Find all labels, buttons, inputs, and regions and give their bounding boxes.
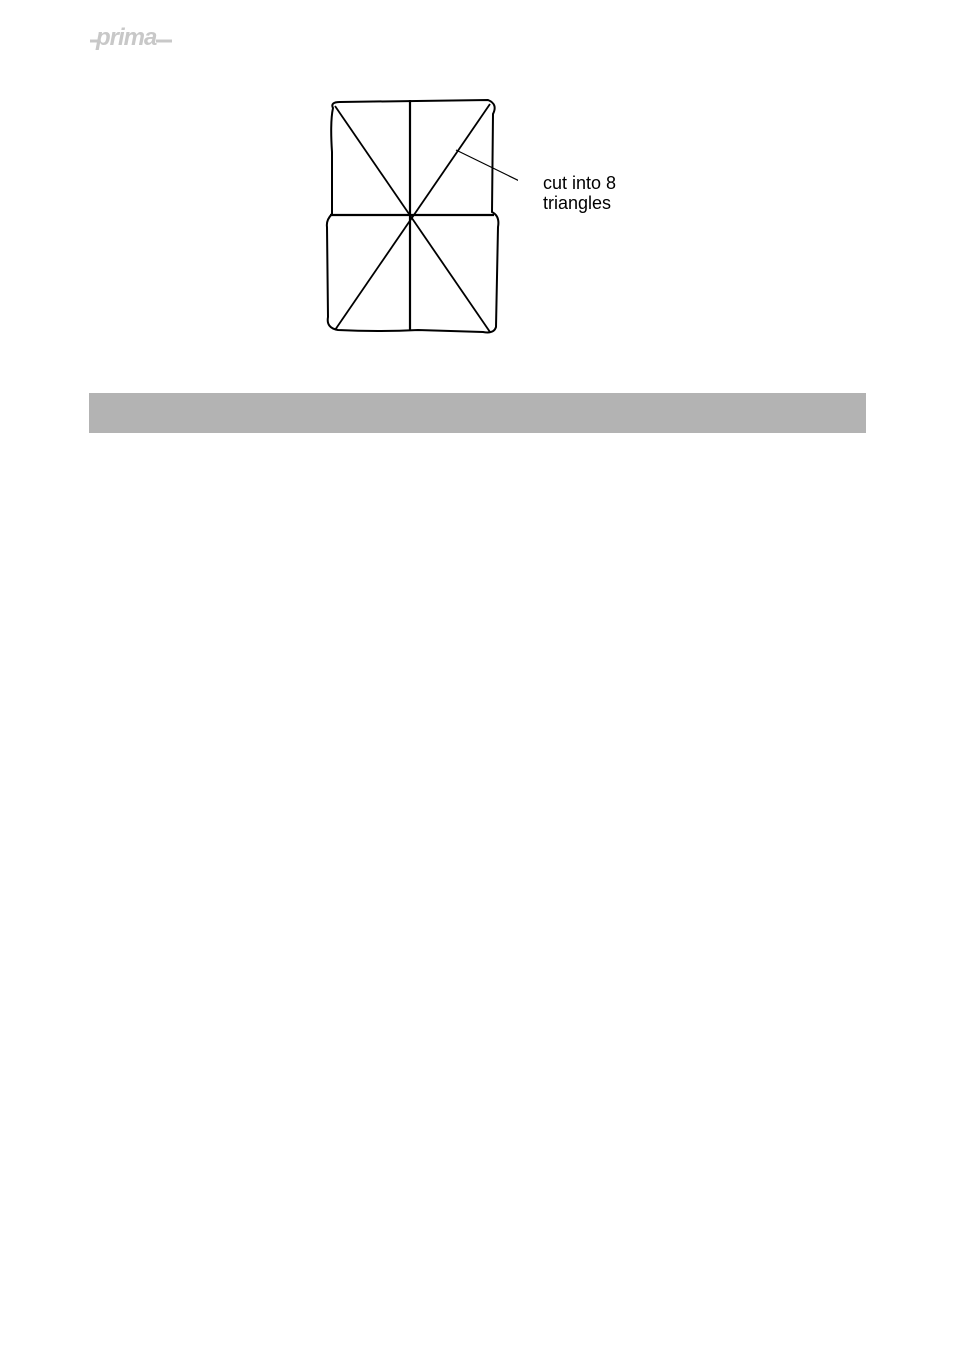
callout-line-2: triangles xyxy=(543,193,673,213)
callout-label: cut into 8 triangles xyxy=(543,173,673,213)
cutting-diagram xyxy=(318,92,518,342)
diagonal-cut-1 xyxy=(335,106,490,332)
prima-logo: prima xyxy=(86,14,178,60)
cutting-diagram-svg xyxy=(318,92,518,342)
callout-leader-line xyxy=(456,150,518,192)
section-band xyxy=(89,393,866,433)
callout-line-1: cut into 8 xyxy=(543,173,673,193)
prima-logo-mark: prima xyxy=(86,14,178,60)
diagonal-cut-2 xyxy=(335,104,490,330)
svg-text:prima: prima xyxy=(95,24,157,51)
